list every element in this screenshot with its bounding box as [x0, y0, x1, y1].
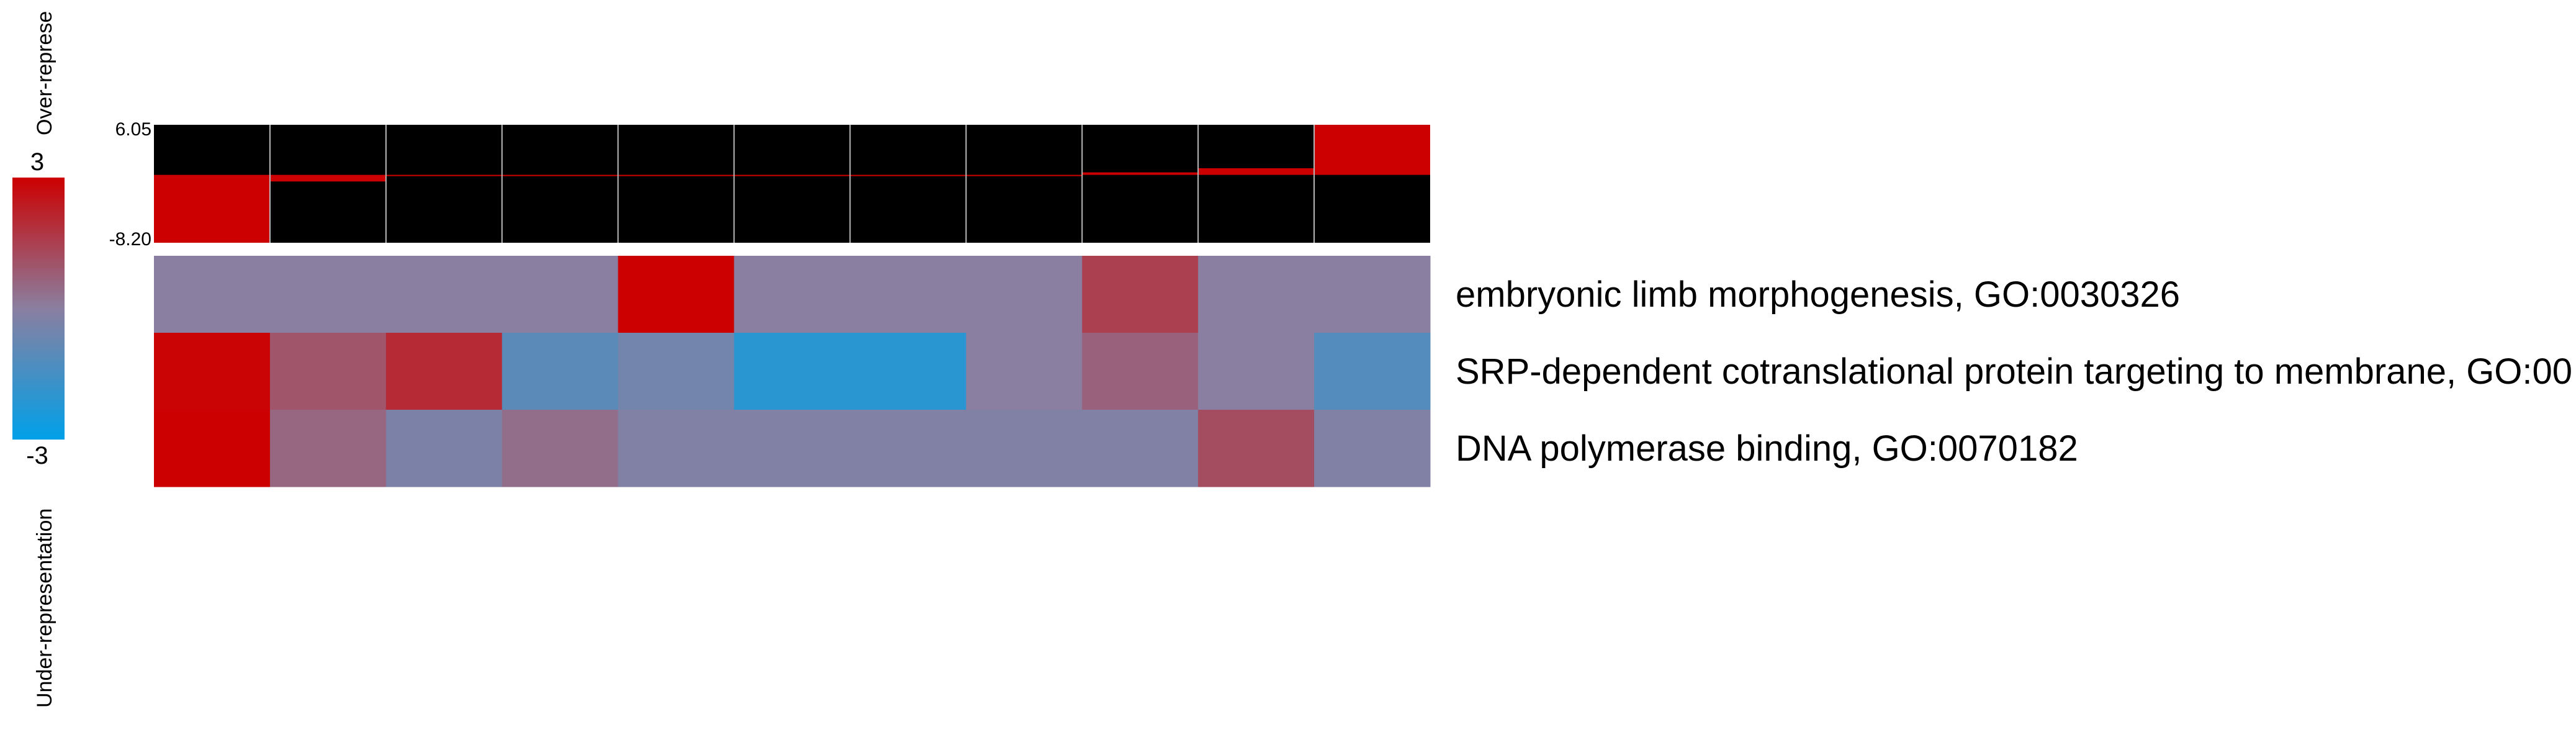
- heatmap-body: [154, 256, 1431, 487]
- colorbar-min-label: -3: [26, 442, 48, 469]
- colorbar-max-label: 3: [30, 148, 44, 176]
- row-labels: embryonic limb morphogenesis, GO:0030326…: [1456, 274, 2572, 469]
- colorbar-gradient: [12, 178, 65, 440]
- heatmap-cell: [618, 410, 735, 487]
- heatmap-cell: [618, 333, 735, 410]
- heatmap-cell: [1198, 410, 1315, 487]
- top-panel-bar: [385, 174, 502, 176]
- top-panel-bar: [1198, 168, 1315, 175]
- top-panel-bar: [734, 174, 850, 176]
- heatmap-cell: [1314, 333, 1431, 410]
- heatmap-cell: [618, 256, 735, 333]
- row-label: DNA polymerase binding, GO:0070182: [1456, 428, 2078, 469]
- top-panel-bar: [618, 174, 734, 176]
- heatmap-cell: [385, 410, 503, 487]
- row-label: embryonic limb morphogenesis, GO:0030326: [1456, 274, 2180, 315]
- top-panel-bar: [1314, 125, 1430, 175]
- top-panel-ymin-label: -8.20: [109, 229, 151, 250]
- heatmap-cell: [1082, 410, 1199, 487]
- top-panel-bar: [502, 174, 618, 176]
- heatmap-cell: [734, 410, 850, 487]
- top-panel-bar: [154, 174, 270, 243]
- top-panel-bar: [850, 174, 966, 176]
- row-label: SRP-dependent cotranslational protein ta…: [1456, 351, 2572, 392]
- heatmap-cell: [154, 256, 271, 333]
- top-panel-ymax-label: 6.05: [115, 119, 151, 140]
- heatmap-cell: [269, 333, 387, 410]
- top-panel-bar: [1082, 172, 1199, 175]
- heatmap-cell: [1198, 333, 1315, 410]
- heatmap-cell: [850, 333, 966, 410]
- heatmap-cell: [850, 410, 966, 487]
- heatmap-cell: [502, 410, 619, 487]
- heatmap-cell: [385, 333, 503, 410]
- heatmap-cell: [154, 333, 271, 410]
- heatmap-cell: [154, 410, 271, 487]
- heatmap-cell: [966, 410, 1083, 487]
- heatmap-cell: [269, 256, 387, 333]
- color-scale-legend: Over-represe 3 -3 Under-representation: [12, 11, 65, 708]
- heatmap-cell: [502, 256, 619, 333]
- heatmap-cell: [966, 333, 1083, 410]
- top-panel-bar: [966, 174, 1083, 176]
- heatmap-cell: [385, 256, 503, 333]
- heatmap-cell: [1314, 410, 1431, 487]
- top-panel-bar: [269, 174, 386, 182]
- top-bar-panel: 6.05 -8.20: [109, 119, 1430, 250]
- colorbar-bottom-label: Under-representation: [33, 508, 56, 708]
- heatmap-cell: [966, 256, 1083, 333]
- heatmap-cell: [502, 333, 619, 410]
- heatmap-cell: [1082, 256, 1199, 333]
- colorbar-top-label: Over-represe: [33, 11, 56, 135]
- heatmap-cell: [269, 410, 387, 487]
- heatmap-cell: [850, 256, 966, 333]
- top-panel-bars: [154, 125, 1430, 243]
- heatmap-cell: [734, 333, 850, 410]
- heatmap-cell: [1082, 333, 1199, 410]
- heatmap-cell: [1198, 256, 1315, 333]
- top-panel-background: [154, 125, 1430, 243]
- heatmap-cell: [734, 256, 850, 333]
- heatmap-cell: [1314, 256, 1431, 333]
